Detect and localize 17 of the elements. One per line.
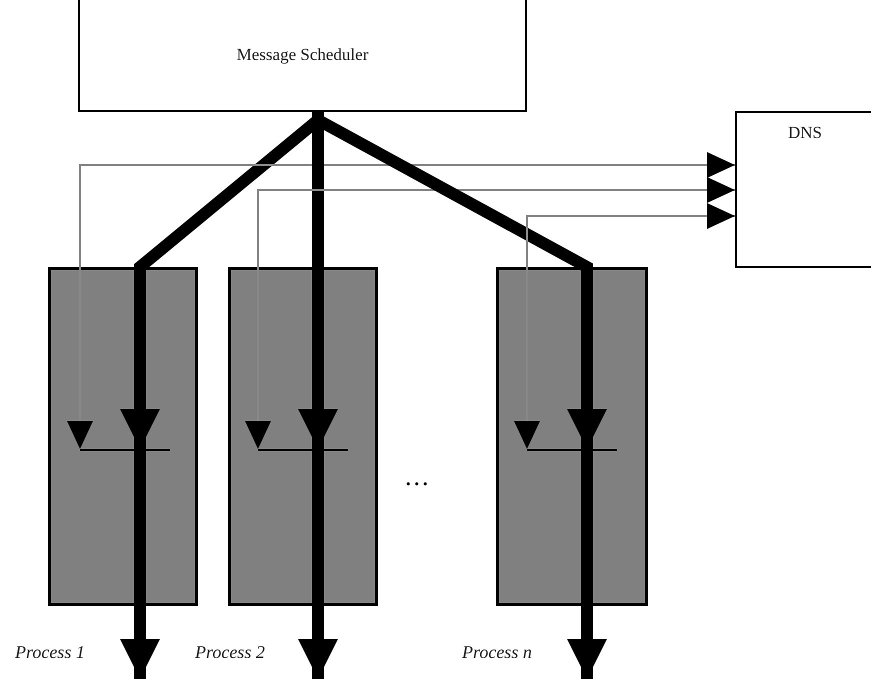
arrow	[567, 451, 607, 679]
process-label: Process 1	[15, 642, 85, 663]
arrow	[514, 203, 735, 449]
arrow	[67, 152, 735, 449]
node-label: Message Scheduler	[236, 44, 368, 64]
process-block	[48, 267, 198, 606]
process-block	[496, 267, 648, 606]
arrow	[120, 451, 160, 679]
process-box	[735, 111, 871, 268]
process-label: Process n	[462, 642, 532, 663]
arrow	[298, 451, 338, 679]
process-block	[228, 267, 378, 606]
process-box	[78, 0, 527, 112]
arrow	[245, 177, 735, 449]
ellipsis-label: ...	[405, 462, 430, 492]
process-label: Process 2	[195, 642, 265, 663]
node-label: DNS	[788, 123, 822, 143]
